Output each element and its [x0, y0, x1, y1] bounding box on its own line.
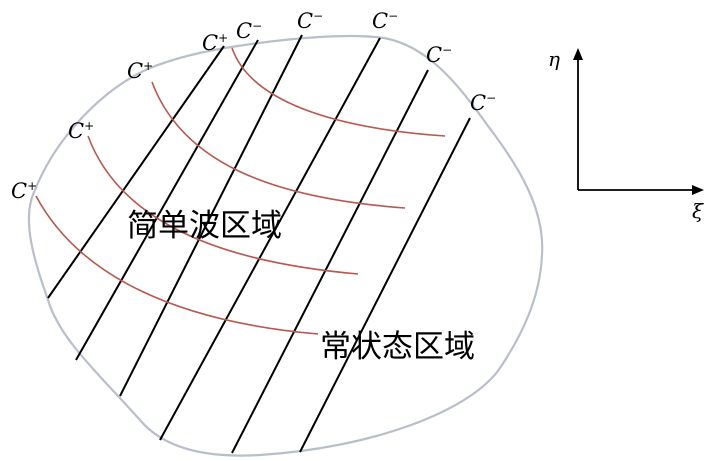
c-minus-line [119, 34, 303, 397]
constant-state-region-label: 常状态区域 [320, 329, 475, 365]
c-plus-label: C+ [11, 179, 37, 203]
c-plus-label: C+ [68, 119, 94, 143]
c-minus-line [47, 45, 225, 299]
c-minus-line [75, 39, 259, 361]
c-minus-line [299, 117, 471, 453]
eta-axis-label: η [548, 47, 560, 71]
xi-axis-label: ξ [692, 199, 704, 223]
c-plus-curve [231, 47, 446, 137]
c-plus-label: C+ [202, 31, 228, 55]
c-minus-line [159, 37, 381, 441]
c-minus-label: C− [236, 19, 262, 43]
c-plus-label: C+ [127, 59, 153, 83]
c-minus-label: C− [470, 91, 496, 115]
c-minus-label: C− [426, 43, 452, 67]
c-minus-label: C− [372, 9, 398, 33]
c-plus-curve [151, 81, 406, 209]
xi-axis-arrowhead [692, 185, 704, 195]
eta-axis-arrowhead [573, 48, 583, 60]
c-minus-line [231, 69, 429, 454]
c-minus-label: C− [297, 9, 323, 33]
region-boundary [27, 34, 544, 457]
c-plus-curve [87, 135, 359, 275]
simple-wave-region-label: 简单波区域 [127, 208, 282, 244]
c-plus-curve [35, 195, 319, 335]
